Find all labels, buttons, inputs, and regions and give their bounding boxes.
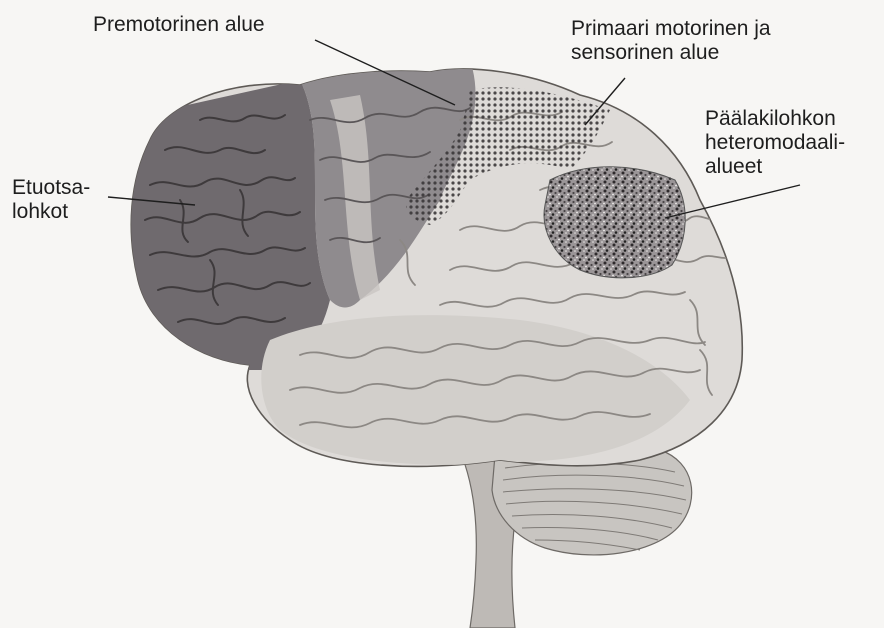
label-premotor-text: Premotorinen alue — [93, 13, 265, 37]
label-parietal-line-1: Päälakilohkon — [705, 107, 845, 131]
label-primary-line-1: Primaari motorinen ja — [571, 17, 771, 41]
label-premotor: Premotorinen alue — [93, 13, 265, 37]
label-primary-line-2: sensorinen alue — [571, 41, 771, 65]
frontal-lobe-region — [120, 80, 330, 370]
label-frontal-line-2: lohkot — [12, 200, 90, 224]
label-parietal-line-3: alueet — [705, 155, 845, 179]
label-parietal-heteromodal: Päälakilohkon heteromodaali- alueet — [705, 107, 845, 179]
label-frontal-lobes: Etuotsa- lohkot — [12, 176, 90, 224]
label-parietal-line-2: heteromodaali- — [705, 131, 845, 155]
label-frontal-line-1: Etuotsa- — [12, 176, 90, 200]
label-primary-motor-sensory: Primaari motorinen ja sensorinen alue — [571, 17, 771, 65]
